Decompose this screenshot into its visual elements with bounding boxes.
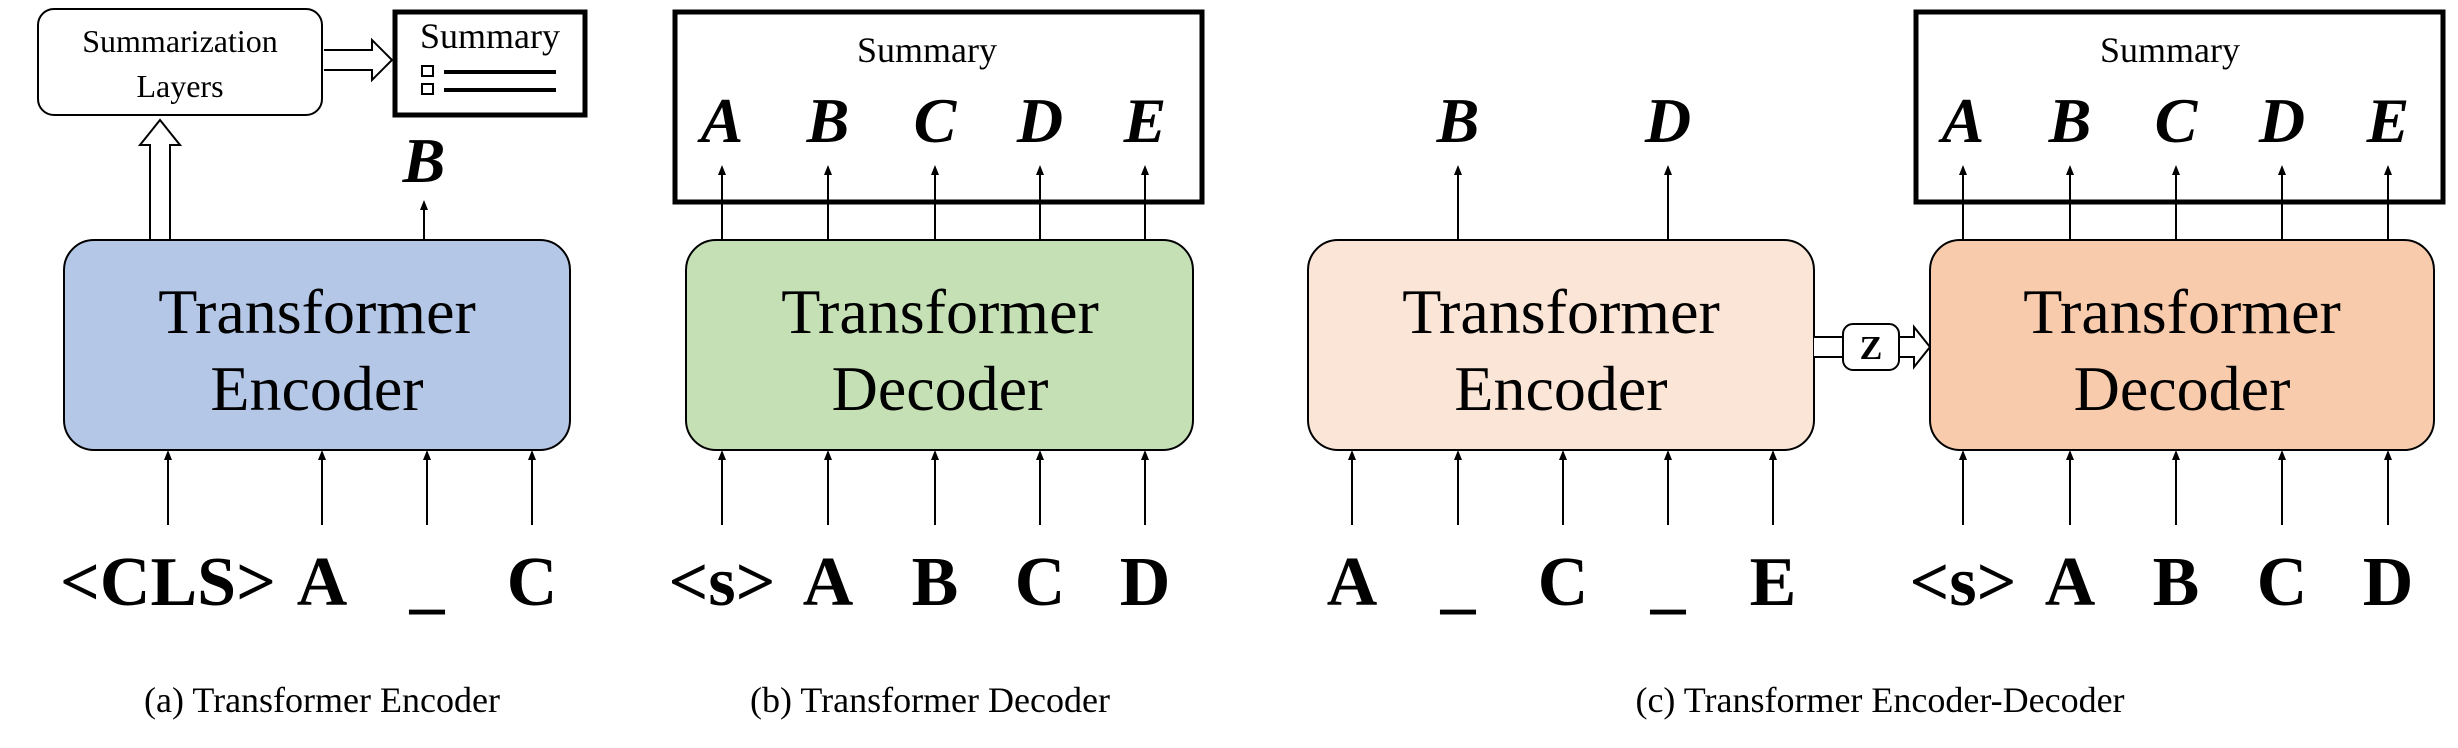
summary-document-box [392, 9, 588, 118]
transformer-encoder-block [63, 239, 571, 451]
input-arrows [718, 450, 1149, 525]
encoder-output-arrows [1454, 165, 1672, 240]
encoder-input-token: _ [1650, 544, 1687, 621]
panel-a: Summarization Layers Summary Transformer… [37, 8, 588, 720]
encoder-input-token: _ [1440, 544, 1477, 621]
transformer-decoder-block [1929, 239, 2435, 451]
summary-token: B [2048, 85, 2092, 156]
input-token: _ [409, 544, 446, 621]
summary-title: Summary [2100, 30, 2240, 70]
encoder-input-token: C [1538, 544, 1589, 621]
encoder-label-line1: Transformer [158, 276, 476, 347]
summary-document-title: Summary [420, 16, 560, 56]
caption-a: (a) Transformer Encoder [144, 680, 500, 720]
caption-b: (b) Transformer Decoder [750, 680, 1110, 720]
output-token: B [402, 125, 446, 196]
summary-token: B [806, 85, 850, 156]
input-token: A [297, 544, 348, 621]
input-token: D [1120, 544, 1171, 621]
latent-z-box [1842, 323, 1900, 371]
document-lines-icon [421, 65, 556, 95]
hollow-arrow-to-summary [324, 37, 394, 83]
summary-token: D [1016, 85, 1063, 156]
input-token: B [912, 544, 959, 621]
summary-token: E [1123, 85, 1167, 156]
input-token: <CLS> [60, 544, 276, 621]
summary-token: E [2366, 85, 2410, 156]
decoder-label-line2: Decoder [832, 353, 1049, 424]
summarization-layers-label-line1: Summarization [82, 23, 278, 59]
decoder-input-token: A [2045, 544, 2096, 621]
summary-token: D [2258, 85, 2305, 156]
encoder-input-arrows [1348, 450, 1777, 525]
hollow-arrow-to-layers [137, 118, 183, 240]
encoder-input-token: E [1750, 544, 1797, 621]
encoder-label-line2: Encoder [210, 353, 423, 424]
latent-z-label: Z [1860, 330, 1883, 367]
panel-b: Summary A B C D E Transformer Decoder <s… [668, 9, 1205, 720]
decoder-input-token: <s> [1909, 544, 2016, 621]
decoder-output-arrows [1959, 165, 2392, 240]
decoder-label-line1: Transformer [2023, 276, 2341, 347]
transformer-decoder-block [685, 239, 1194, 451]
summary-token: C [2155, 85, 2199, 156]
encoder-label-line1: Transformer [1402, 276, 1720, 347]
summary-token: A [697, 85, 744, 156]
decoder-label-line1: Transformer [781, 276, 1099, 347]
decoder-input-token: B [2153, 544, 2200, 621]
summary-token: A [1938, 85, 1985, 156]
encoder-output-token: D [1644, 85, 1691, 156]
encoder-input-token: A [1327, 544, 1378, 621]
input-token: C [507, 544, 558, 621]
summary-token: C [914, 85, 958, 156]
caption-c: (c) Transformer Encoder-Decoder [1635, 680, 2124, 720]
encoder-output-token: B [1436, 85, 1480, 156]
decoder-input-token: D [2363, 544, 2414, 621]
summarization-layers-box [37, 8, 323, 116]
decoder-input-token: C [2257, 544, 2308, 621]
encoder-label-line2: Encoder [1454, 353, 1667, 424]
summary-title: Summary [857, 30, 997, 70]
input-arrows [164, 450, 536, 525]
input-token: A [803, 544, 854, 621]
decoder-input-arrows [1959, 450, 2392, 525]
input-token: C [1015, 544, 1066, 621]
decoder-label-line2: Decoder [2074, 353, 2291, 424]
summarization-layers-label-line2: Layers [136, 68, 223, 104]
output-arrows [718, 165, 1149, 240]
panel-c: B D Transformer Encoder Z Summary A B C … [1307, 9, 2446, 720]
input-token: <s> [668, 544, 775, 621]
